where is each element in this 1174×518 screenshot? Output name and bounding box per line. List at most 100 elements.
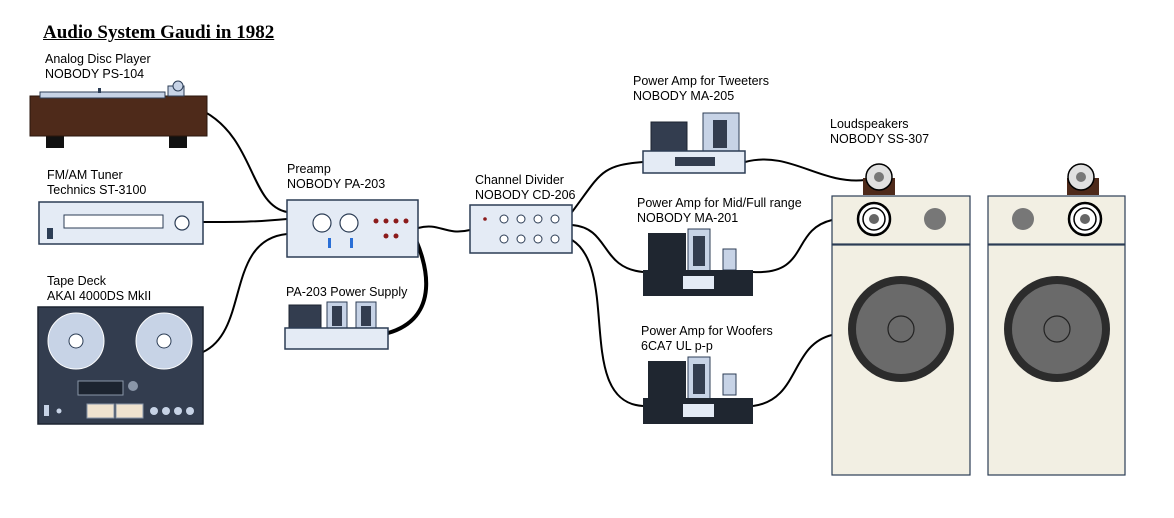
amp-tweeters-name: Power Amp for Tweeters [633, 74, 769, 88]
amp-woofers-model: 6CA7 UL p-p [641, 339, 713, 353]
amp-wf-tube-inner [693, 364, 705, 394]
power-supply-label: PA-203 Power Supply [286, 285, 407, 300]
preamp-label: Preamp NOBODY PA-203 [287, 162, 385, 192]
cable-preamp-divider [417, 225, 471, 233]
cable-amp-woofers-speaker [752, 334, 833, 407]
tape-control-knob [186, 407, 194, 415]
tape-reel-right-hub [156, 333, 172, 349]
preamp-button [383, 218, 389, 224]
cable-tape-preamp [202, 233, 288, 353]
tape-deck-name: Tape Deck [47, 274, 107, 288]
cable-amp-tweeters-speaker [744, 158, 866, 182]
divider-knob [499, 234, 509, 244]
amp-mid-label: Power Amp for Mid/Full range NOBODY MA-2… [637, 196, 802, 226]
speaker-right-tweeter-dome [1076, 172, 1086, 182]
tape-pinch-roller [128, 381, 138, 391]
tuner-power-switch [47, 228, 53, 239]
cable-turntable-preamp [204, 111, 288, 213]
speaker-left [831, 163, 971, 476]
divider-knob [550, 214, 560, 224]
speaker-right-top-cabinet [987, 195, 1126, 245]
tape-head-cover [77, 380, 124, 396]
tonearm-pivot [172, 80, 184, 92]
speaker-right-midrange-dome [1080, 214, 1090, 224]
divider-knob [516, 234, 526, 244]
diagram-title: Audio System Gaudi in 1982 [43, 22, 275, 43]
tape-deck-model: AKAI 4000DS MkII [47, 289, 152, 303]
loudspeakers-label: Loudspeakers NOBODY SS-307 [830, 117, 929, 147]
tuner-model: Technics ST-3100 [47, 183, 147, 197]
tape-indicator [56, 408, 62, 414]
tape-power-switch [44, 405, 49, 416]
loudspeakers-name: Loudspeakers [830, 117, 909, 131]
channel-divider-model: NOBODY CD-206 [475, 188, 576, 202]
tuner-knob [174, 215, 190, 231]
turntable-platter [39, 91, 166, 99]
speaker-right-port [1012, 208, 1034, 230]
divider-knob [533, 234, 543, 244]
loudspeakers-model: NOBODY SS-307 [830, 132, 930, 146]
turntable-label: Analog Disc Player NOBODY PS-104 [45, 52, 151, 82]
amp-mid-name: Power Amp for Mid/Full range [637, 196, 802, 210]
preamp-lever [328, 238, 331, 248]
cable-divider-amp-woofers [571, 239, 644, 407]
preamp [286, 199, 419, 258]
tape-control-knob [174, 407, 182, 415]
preamp-button [393, 233, 399, 239]
ps-tube-inner [361, 306, 371, 326]
preamp-button [403, 218, 409, 224]
amp-tweeters-label: Power Amp for Tweeters NOBODY MA-205 [633, 74, 769, 104]
amp-wf-small-tube [722, 373, 737, 396]
amp-mid-tube-inner [693, 236, 705, 266]
preamp-button [393, 218, 399, 224]
preamp-button [383, 233, 389, 239]
ps-transformer [288, 304, 322, 329]
channel-divider [469, 204, 573, 254]
divider-knob [533, 214, 543, 224]
amp-tweeters-model: NOBODY MA-205 [633, 89, 735, 103]
amp-woofers-label: Power Amp for Woofers 6CA7 UL p-p [641, 324, 773, 354]
ps-chassis [284, 327, 389, 350]
speaker-left-port [924, 208, 946, 230]
preamp-knob-left [312, 213, 332, 233]
cable-divider-amp-mid [571, 224, 644, 273]
channel-divider-name: Channel Divider [475, 173, 564, 187]
amp-wf-transformer [648, 361, 686, 398]
channel-divider-label: Channel Divider NOBODY CD-206 [475, 173, 576, 203]
tuner-dial-window [63, 214, 164, 229]
speaker-left-woofer-cap [887, 315, 915, 343]
preamp-knob-right [339, 213, 359, 233]
tape-vu-meter-right [115, 403, 144, 419]
tuner-label: FM/AM Tuner Technics ST-3100 [47, 168, 146, 198]
amp-mid-transformer [648, 233, 686, 270]
speaker-left-midrange-dome [869, 214, 879, 224]
turntable-foot [46, 134, 64, 148]
divider-knob [550, 234, 560, 244]
speaker-right [987, 163, 1126, 476]
amp-tweeters [642, 112, 746, 174]
turntable-name: Analog Disc Player [45, 52, 151, 66]
amp-tw-transformer [650, 121, 688, 153]
amp-mid-small-tube [722, 248, 737, 271]
tuner [38, 201, 204, 245]
turntable-model: NOBODY PS-104 [45, 67, 145, 81]
tape-deck [37, 306, 204, 425]
tape-control-knob [162, 407, 170, 415]
power-supply-name: PA-203 Power Supply [286, 285, 408, 299]
divider-body [469, 204, 573, 254]
amp-woofers-name: Power Amp for Woofers [641, 324, 773, 338]
preamp-model: NOBODY PA-203 [287, 177, 386, 191]
amp-tw-panel [675, 157, 715, 166]
preamp-lever [350, 238, 353, 248]
amp-wf-panel [683, 404, 714, 417]
speaker-left-tweeter-dome [874, 172, 884, 182]
turntable-foot [169, 134, 187, 148]
divider-led [483, 217, 487, 221]
speaker-left-top-cabinet [831, 195, 971, 245]
speaker-right-woofer-cap [1043, 315, 1071, 343]
tape-deck-label: Tape Deck AKAI 4000DS MkII [47, 274, 151, 304]
tuner-name: FM/AM Tuner [47, 168, 123, 182]
divider-knob [499, 214, 509, 224]
cable-tuner-preamp [202, 218, 288, 223]
